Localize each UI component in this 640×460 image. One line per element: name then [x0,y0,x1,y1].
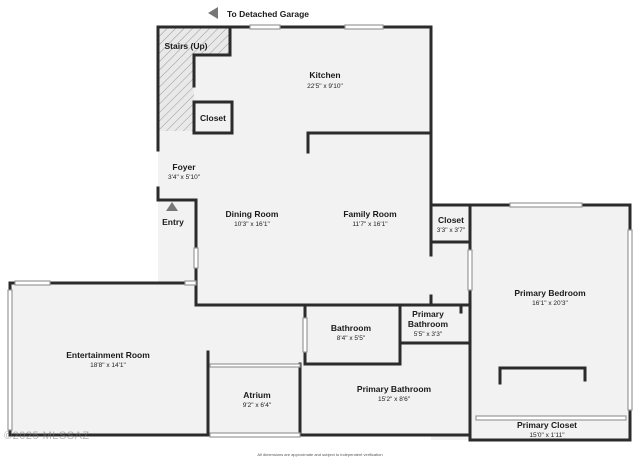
room-dim-primary-bedroom: 16'1" x 20'3" [532,300,568,307]
watermark: ©2025 MLSSAZ [4,430,90,442]
window-top-1 [249,24,281,30]
window-bath-left [302,317,308,353]
closet-rail [475,415,627,421]
room-dim-entertainment: 18'8" x 14'1" [90,362,126,369]
window-atrium-bottom [209,432,301,438]
room-name-kitchen: Kitchen [309,70,340,80]
room-name-primary-bath-small-line1: Primary [412,309,444,319]
window-entertainment-top [14,280,51,286]
room-name-family: Family Room [343,209,397,219]
room-name-closet-right: Closet [438,215,464,225]
room-dim-foyer: 3'4" x 5'10" [168,174,201,181]
window-top-2 [344,24,384,30]
window-entertainment-top-2 [184,280,197,286]
room-name-primary-bedroom: Primary Bedroom [514,288,586,298]
room-name-entertainment: Entertainment Room [66,350,150,360]
room-name-primary-bath-large: Primary Bathroom [357,384,432,394]
room-dim-atrium: 9'2" x 6'4" [243,402,272,409]
window-bedroom-top [509,202,583,208]
room-dim-dining: 10'3" x 16'1" [234,221,270,228]
window-entertainment-left [7,289,13,431]
room-name-bathroom: Bathroom [331,323,372,333]
room-dim-primary-closet: 15'0" x 1'11" [529,432,565,439]
room-dim-closet-right: 3'3" x 3'7" [437,227,466,234]
room-labels: Stairs (Up) Kitchen 22'5" x 9'10" Closet… [66,41,586,439]
window-dining-left [193,247,199,269]
arrow-up-icon [166,202,178,211]
window-bedroom-right [627,229,633,411]
room-dim-primary-bath-large: 15'2" x 8'6" [378,396,411,403]
window-bedroom-left [467,249,473,291]
room-name-stairs: Stairs (Up) [165,41,208,51]
windows [7,24,633,438]
room-name-atrium: Atrium [243,390,271,400]
room-name-dining: Dining Room [226,209,279,219]
garage-label: To Detached Garage [227,9,309,19]
room-name-closet-small: Closet [200,113,226,123]
window-atrium-top [209,363,301,368]
floor-main [158,27,431,305]
room-dim-bathroom: 8'4" x 5'5" [337,335,366,342]
room-dim-primary-bath-small: 5'5" x 3'3" [414,331,443,338]
floor-fills [10,27,630,440]
room-name-primary-bath-small-line2: Bathroom [408,319,449,329]
room-name-primary-closet: Primary Closet [517,420,577,430]
room-dim-kitchen: 22'5" x 9'10" [307,83,343,90]
room-name-foyer: Foyer [172,162,196,172]
floor-entertainment [10,283,300,435]
floor-baths [300,305,470,435]
footer-note: All dimensions are approximate and subje… [257,452,383,457]
entry-label: Entry [162,217,184,227]
arrow-left-icon [208,7,218,19]
room-dim-family: 11'7" x 16'1" [352,221,388,228]
